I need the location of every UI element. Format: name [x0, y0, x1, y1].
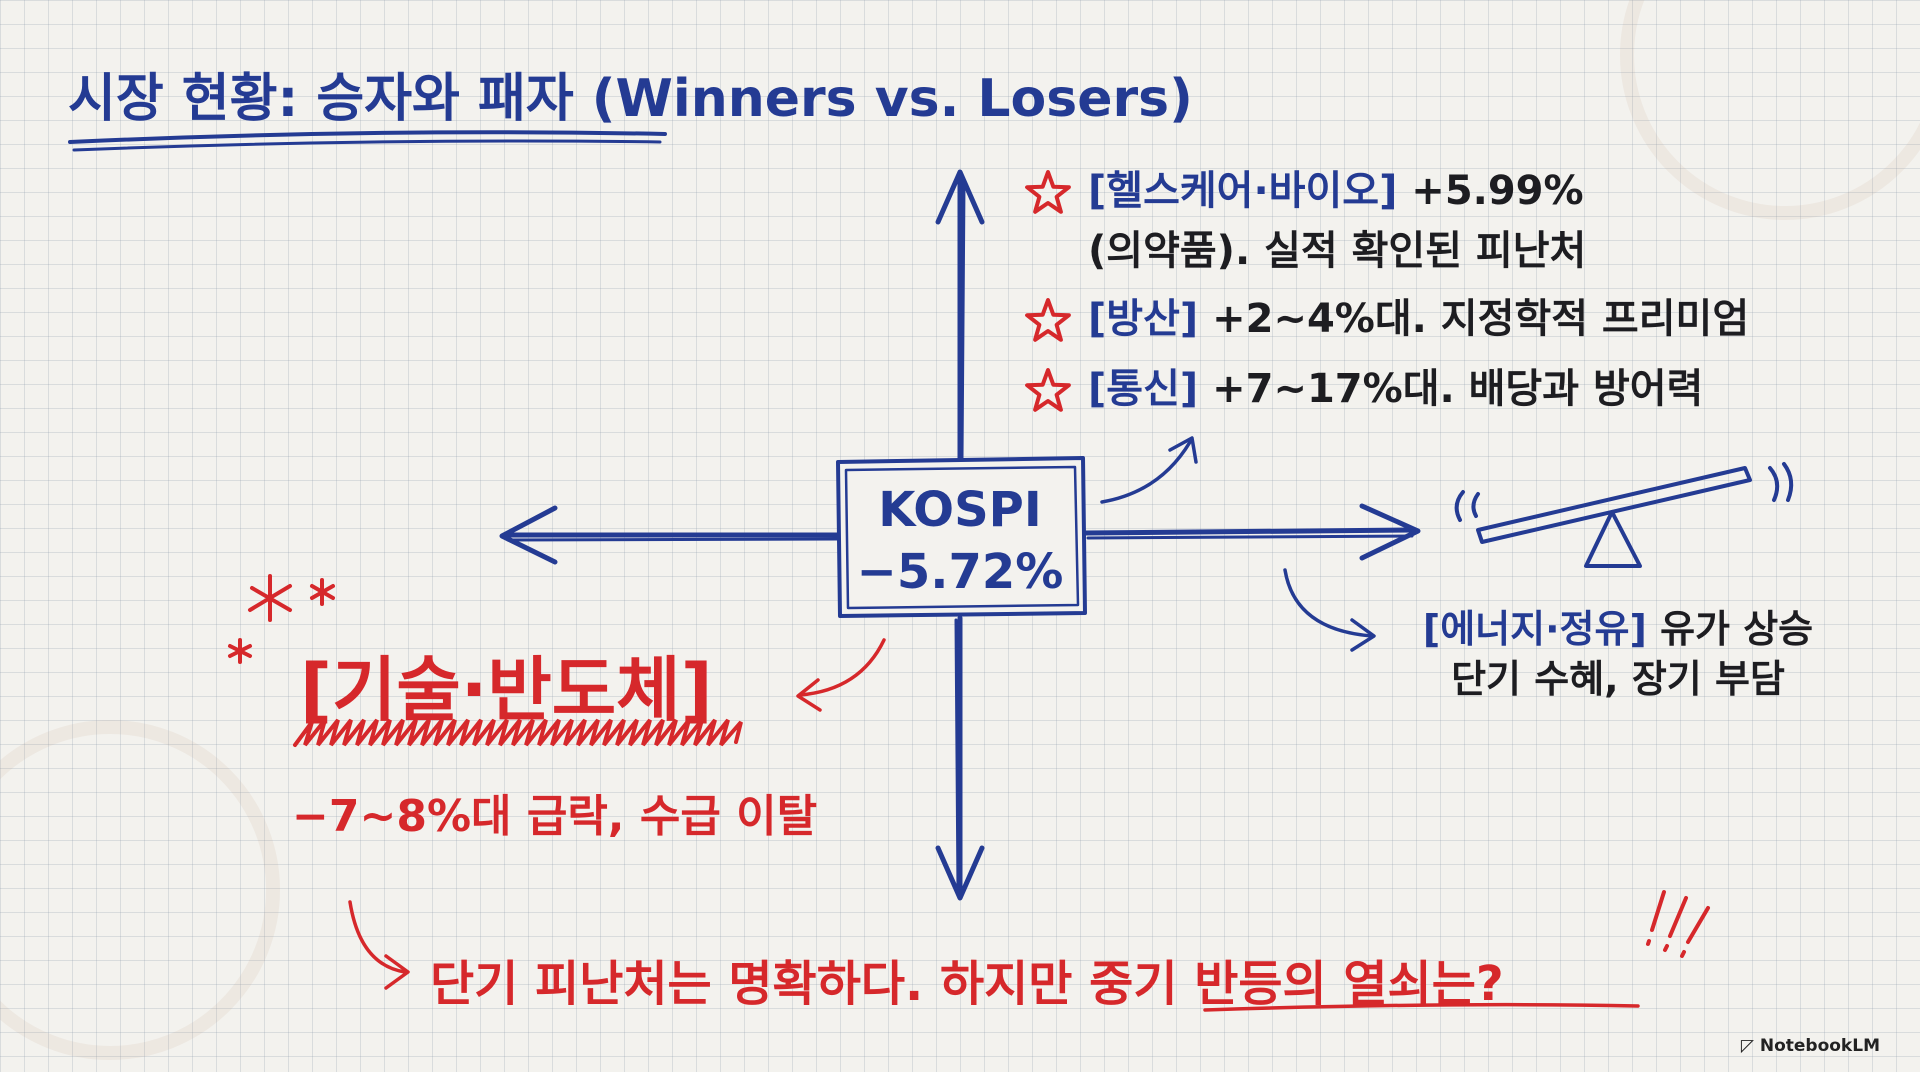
arrow-to-winners — [1100, 440, 1192, 504]
winner-defense: [방산] +2~4%대. 지정학적 프리미엄 — [1088, 296, 1749, 342]
loser-sector: [기술·반도체] — [300, 649, 713, 731]
arrow-left-icon — [499, 505, 558, 565]
arrow-up-icon — [935, 169, 985, 225]
winner-sector: [헬스케어·바이오] — [1088, 168, 1398, 214]
kospi-box — [836, 456, 1087, 618]
winner-sector: [방산] — [1088, 296, 1199, 342]
watermark-text: NotebookLM — [1759, 1036, 1880, 1056]
star-icon — [1025, 368, 1071, 412]
conclusion-emphasis: 중기 반등의 열쇠는? — [1089, 956, 1504, 1012]
arrow-to-conclusion — [348, 900, 407, 974]
winner-sector: [통신] — [1088, 366, 1199, 412]
title-underline — [68, 130, 667, 144]
star-icon — [1025, 298, 1071, 342]
winner-detail: +2~4%대. 지정학적 프리미엄 — [1212, 296, 1750, 342]
arrow-right-icon — [1359, 503, 1421, 561]
winner-telecom: [통신] +7~17%대. 배당과 방어력 — [1088, 366, 1703, 412]
winner-detail: +5.99% — [1411, 168, 1584, 214]
asterisk-marks — [228, 574, 335, 664]
energy-detail: 유가 상승 — [1660, 607, 1814, 651]
energy-line-2: 단기 수혜, 장기 부담 — [1451, 657, 1785, 701]
arrow-to-tech — [798, 638, 886, 697]
scribble-underline — [293, 718, 743, 747]
conclusion-underline — [1203, 1002, 1640, 1012]
kospi-label: KOSPI — [878, 482, 1042, 538]
arrow-down-icon — [935, 845, 985, 901]
exclamation-marks — [1646, 890, 1710, 958]
page-title: 시장 현황: 승자와 패자 (Winners vs. Losers) — [68, 69, 1193, 129]
winner-healthcare-note: (의약품). 실적 확인된 피난처 — [1088, 228, 1587, 274]
winner-detail: +7~17%대. 배당과 방어력 — [1212, 366, 1704, 412]
energy-note: [에너지·정유] 유가 상승 단기 수혜, 장기 부담 — [1388, 604, 1848, 704]
energy-line-1: [에너지·정유] 유가 상승 — [1388, 604, 1848, 654]
arrow-to-energy — [1283, 568, 1374, 638]
winner-healthcare: [헬스케어·바이오] +5.99% — [1088, 168, 1584, 214]
energy-sector: [에너지·정유] — [1422, 607, 1647, 651]
horizontal-axis — [499, 503, 1421, 565]
seesaw-icon — [1454, 462, 1794, 568]
conclusion: 단기 피난처는 명확하다. 하지만 중기 반등의 열쇠는? — [430, 944, 1504, 1014]
vertical-axis — [935, 169, 985, 901]
star-icon — [1025, 170, 1071, 214]
loser-detail: −7~8%대 급락, 수급 이탈 — [292, 791, 818, 842]
conclusion-lead: 단기 피난처는 명확하다. 하지만 — [430, 956, 1090, 1012]
kospi-change: −5.72% — [856, 544, 1064, 600]
notebooklm-logo-icon: ◸ — [1740, 1036, 1754, 1056]
watermark: ◸ NotebookLM — [1741, 1036, 1880, 1056]
